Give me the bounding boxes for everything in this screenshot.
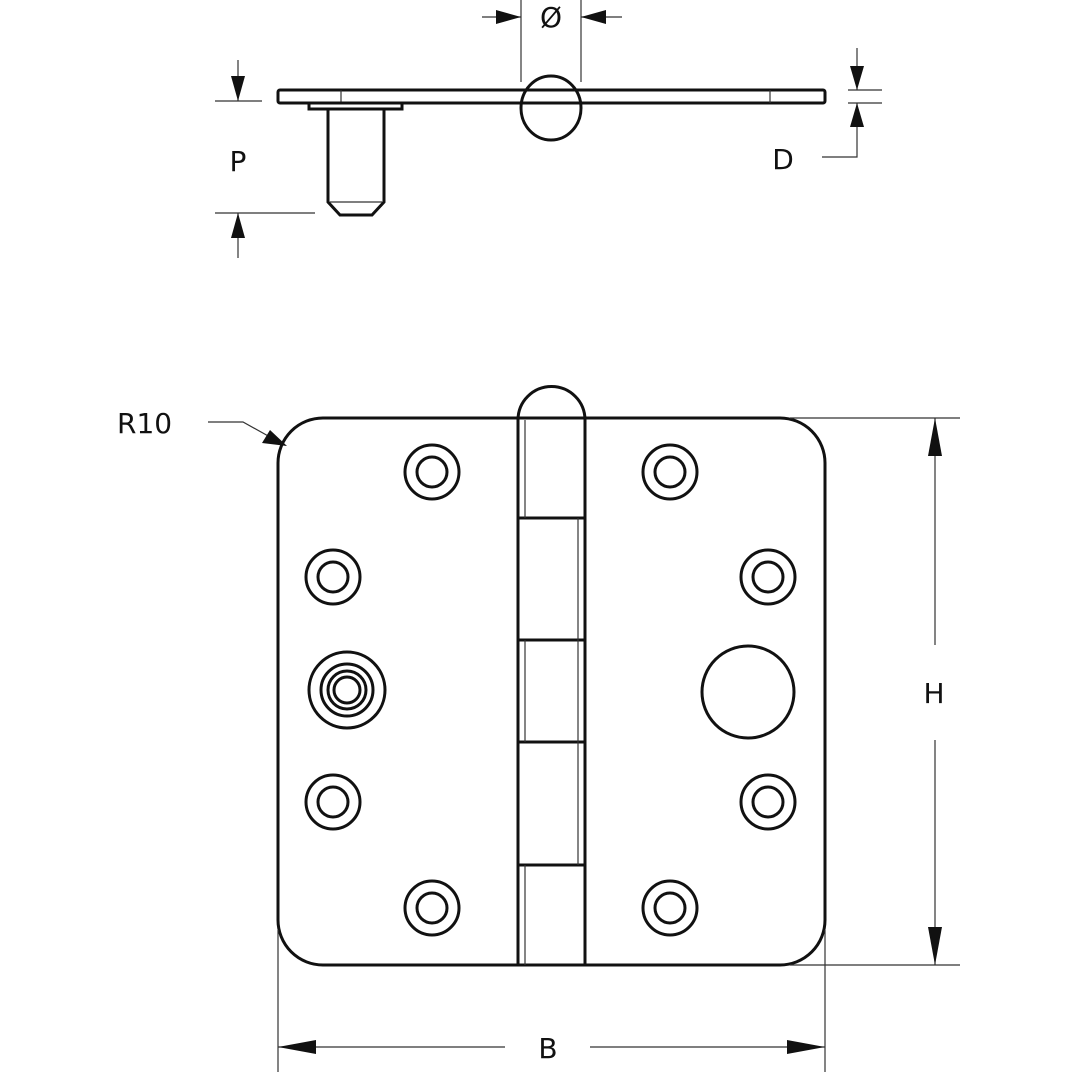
knuckle [516, 385, 587, 967]
screw-hole [739, 773, 797, 831]
hinge-side-view [276, 74, 827, 217]
d-dimension: D [772, 48, 882, 176]
d-label: D [772, 143, 794, 176]
security-stud-boss [307, 650, 387, 730]
screw-hole [304, 548, 362, 606]
stud-receiver-hole [700, 644, 796, 740]
security-stud [326, 109, 386, 217]
screw-hole [304, 773, 362, 831]
p-dimension: P [215, 60, 315, 258]
screw-hole [641, 443, 699, 501]
width-label: B [538, 1032, 557, 1065]
screw-hole [641, 879, 699, 937]
diameter-dimension: Ø [482, 0, 622, 82]
screw-holes [304, 443, 797, 937]
hinge-front-view [276, 385, 827, 967]
radius-callout: R10 [117, 407, 287, 446]
height-dimension: H [790, 417, 960, 966]
width-dimension: B [277, 930, 826, 1072]
p-label: P [230, 145, 247, 178]
screw-hole [403, 879, 461, 937]
hinge-leaf-profile [276, 88, 827, 105]
radius-label: R10 [117, 407, 172, 440]
knuckle-profile [519, 74, 583, 142]
diameter-label: Ø [540, 1, 562, 34]
screw-hole [739, 548, 797, 606]
height-label: H [923, 677, 944, 710]
stud-flange [307, 101, 404, 111]
screw-hole [403, 443, 461, 501]
